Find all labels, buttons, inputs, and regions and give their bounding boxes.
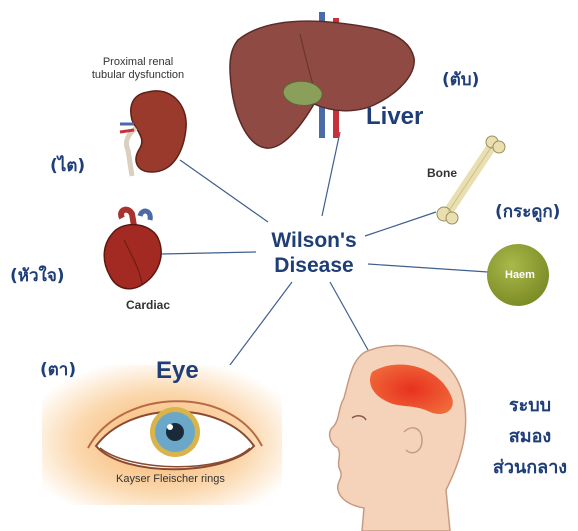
kidney-caption: Proximal renal tubular dysfunction: [78, 56, 198, 82]
heart-label: Cardiac: [126, 298, 170, 312]
kidney-illustration: [120, 91, 186, 176]
heart-thai-label: (หัวใจ): [10, 262, 65, 289]
brain-thai-line1: ระบบ: [484, 390, 576, 421]
eye-caption: Kayser Fleischer rings: [116, 473, 225, 485]
center-title: Wilson's Disease: [252, 228, 376, 278]
haem-label: Haem: [505, 269, 535, 281]
connector-heart: [162, 252, 256, 254]
connector-kidney: [180, 160, 268, 222]
center-title-line1: Wilson's: [252, 228, 376, 253]
kidney-thai-label: (ไต): [50, 152, 85, 179]
center-title-line2: Disease: [252, 253, 376, 278]
connector-haem: [368, 264, 488, 272]
liver-label: Liver: [366, 103, 423, 131]
bone-label: Bone: [427, 166, 457, 180]
connector-brain: [330, 282, 368, 350]
brain-thai-line2: สมอง: [484, 421, 576, 452]
eye-thai-label: (ตา): [40, 356, 76, 383]
heart-illustration: [104, 210, 161, 289]
brain-thai-label: ระบบ สมอง ส่วนกลาง: [484, 390, 576, 483]
kidney-caption-line2: tubular dysfunction: [78, 69, 198, 82]
liver-thai-label: (ตับ): [442, 66, 479, 93]
connector-liver: [322, 132, 340, 216]
brain-thai-line3: ส่วนกลาง: [484, 452, 576, 483]
eye-label: Eye: [156, 357, 199, 385]
head-illustration: [330, 346, 466, 531]
bone-thai-label: (กระดูก): [495, 198, 560, 225]
kidney-caption-line1: Proximal renal: [78, 56, 198, 69]
